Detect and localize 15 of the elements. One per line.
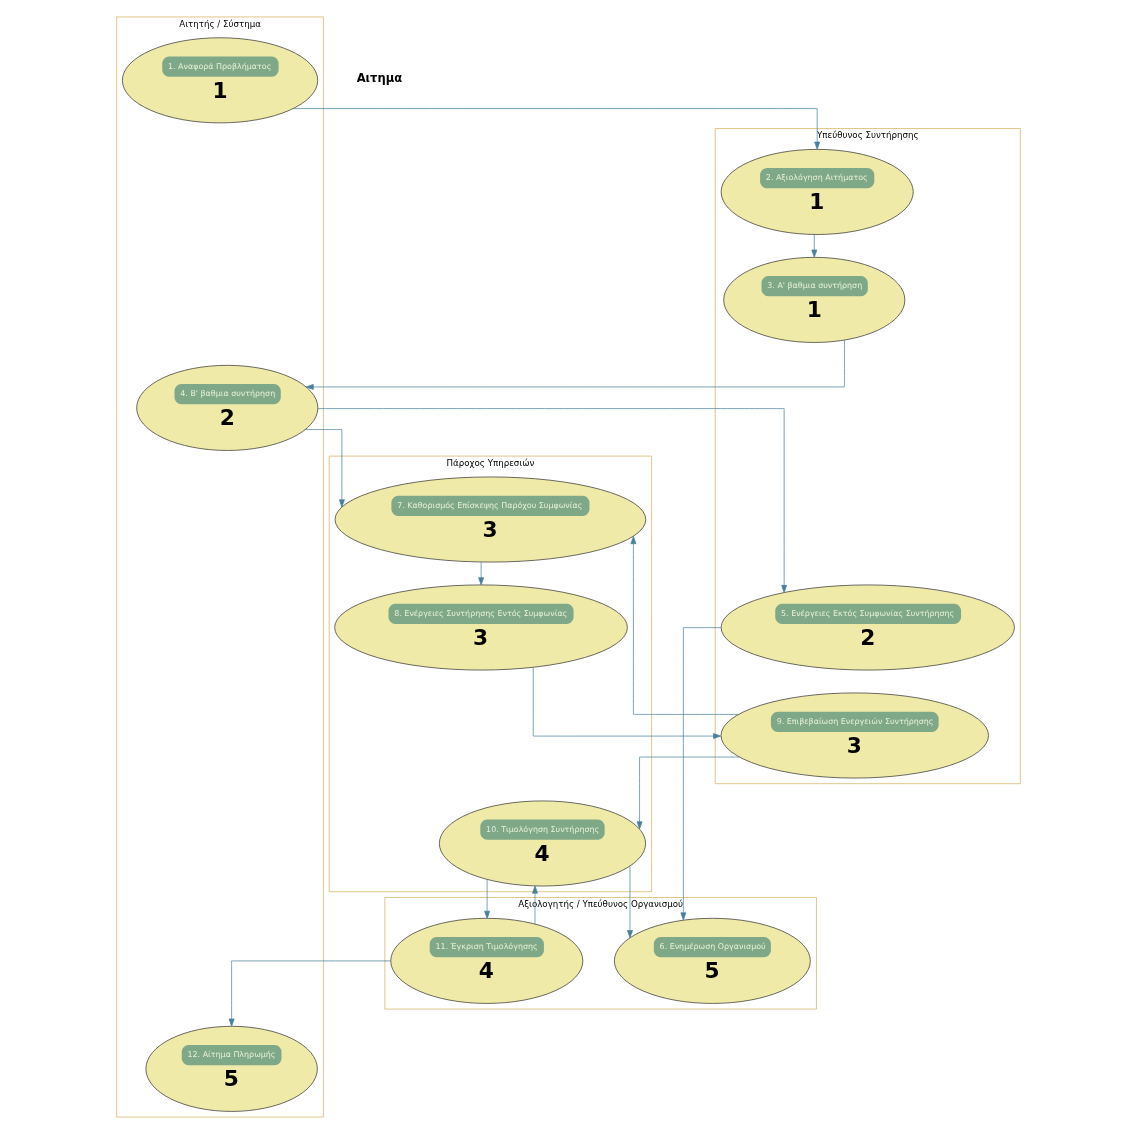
arrow <box>636 756 740 830</box>
arrow <box>304 429 345 508</box>
arrow <box>627 865 633 939</box>
arrow <box>484 879 490 919</box>
arrow <box>811 234 818 258</box>
arrow <box>532 885 538 925</box>
arrow <box>292 108 821 150</box>
arrow <box>478 561 485 586</box>
arrow <box>532 666 722 739</box>
arrow <box>680 627 722 921</box>
arrow <box>305 339 845 390</box>
arrow <box>630 536 739 715</box>
label: Αιτημα <box>356 71 403 86</box>
arrow <box>317 408 787 593</box>
arrow <box>228 960 392 1027</box>
